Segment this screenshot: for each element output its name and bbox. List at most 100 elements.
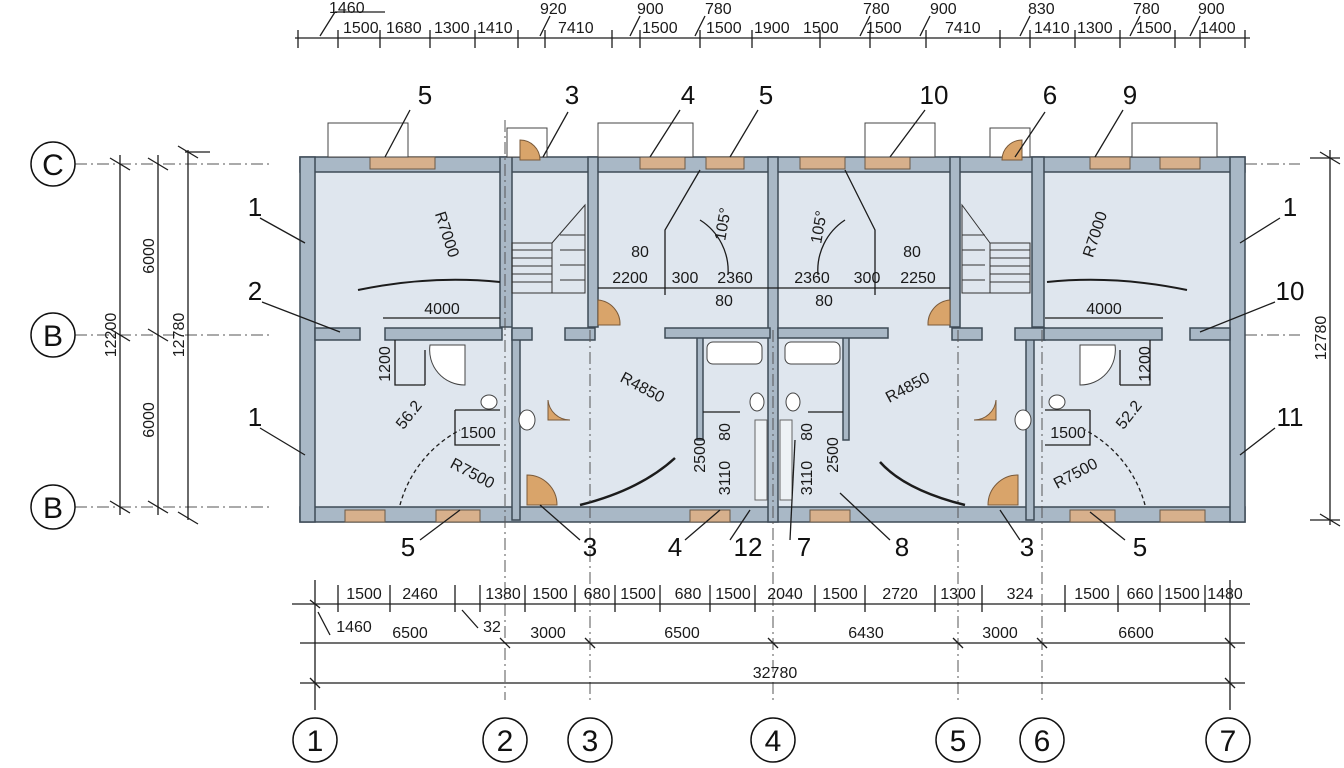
label-1500-left: 1500 <box>460 425 496 442</box>
bottom-dim-r2-32: 32 <box>483 619 501 636</box>
bottom-dim-r2-1460: 1460 <box>336 619 372 636</box>
label-2360-b: 2360 <box>794 270 830 287</box>
axis-1: 1 <box>307 725 324 758</box>
top-dim-830: 830 <box>1028 1 1055 18</box>
axis-C: C <box>42 149 64 182</box>
right-dim-12780: 12780 <box>1313 316 1330 361</box>
top-dim-780a: 780 <box>705 1 732 18</box>
top-dim-900b: 900 <box>930 1 957 18</box>
label-300-a: 300 <box>672 270 699 287</box>
bottom-dim-r1-2: 1380 <box>485 586 521 603</box>
axis-3: 3 <box>582 725 599 758</box>
top-dim-1460: 1460 <box>329 0 365 17</box>
label-80-b: 80 <box>903 244 921 261</box>
bottom-dim-r1-14: 660 <box>1127 586 1154 603</box>
label-300-b: 300 <box>854 270 881 287</box>
bottom-dim-r2-6600: 6600 <box>1118 625 1154 642</box>
axis-4: 4 <box>765 725 782 758</box>
top-dim-r2-4: 7410 <box>558 20 594 37</box>
axis-6: 6 <box>1034 725 1051 758</box>
top-dim-780b: 780 <box>863 1 890 18</box>
radius-arcs <box>357 219 1188 507</box>
top-dim-r2-10: 7410 <box>945 20 981 37</box>
bottom-dim-r1-11: 1300 <box>940 586 976 603</box>
bottom-dim-r1-12: 324 <box>1007 586 1034 603</box>
bottom-dim-r1-0: 1500 <box>346 586 382 603</box>
stairs-left <box>511 203 586 294</box>
callout-bottom-3a: 3 <box>583 532 597 562</box>
label-80-c: 80 <box>715 293 733 310</box>
top-dim-r2-9: 1500 <box>866 20 902 37</box>
label-v80-b: 80 <box>799 423 816 441</box>
top-dim-r2-1: 1680 <box>386 20 422 37</box>
axis-7: 7 <box>1220 725 1237 758</box>
bottom-dim-r1-15: 1500 <box>1164 586 1200 603</box>
bottom-dim-r2-3000b: 3000 <box>982 625 1018 642</box>
bottom-dim-r1-1: 2460 <box>402 586 438 603</box>
label-1500-right: 1500 <box>1050 425 1086 442</box>
callout-bottom-12: 12 <box>734 532 763 562</box>
axis-2: 2 <box>497 725 514 758</box>
top-dim-r2-5: 1500 <box>642 20 678 37</box>
top-dim-r2-11: 1410 <box>1034 20 1070 37</box>
label-1200-left: 1200 <box>377 346 394 382</box>
callout-bottom-4: 4 <box>668 532 682 562</box>
callout-right-10: 10 <box>1276 276 1305 306</box>
top-dim-r2-14: 1400 <box>1200 20 1236 37</box>
top-dim-900a: 900 <box>637 1 664 18</box>
bottom-dim-r1-9: 1500 <box>822 586 858 603</box>
callouts: 5 3 4 5 10 6 9 1 2 1 1 10 11 5 3 4 12 7 … <box>248 80 1305 562</box>
bottom-dim-r1-8: 2040 <box>767 586 803 603</box>
top-dim-r2-13: 1500 <box>1136 20 1172 37</box>
bottom-dim-total: 32780 <box>753 665 798 682</box>
callout-top-5a: 5 <box>418 80 432 110</box>
label-angle-right: 105° <box>808 209 830 245</box>
callout-bottom-5b: 5 <box>1133 532 1147 562</box>
stairs-right <box>961 203 1031 294</box>
label-4000-right: 4000 <box>1086 301 1122 318</box>
bottom-dimension-chains: 1500 2460 1380 1500 680 1500 680 1500 20… <box>292 580 1250 710</box>
left-dim-12200: 12200 <box>103 313 120 358</box>
callout-left-2: 2 <box>248 276 262 306</box>
top-dim-900c: 900 <box>1198 1 1225 18</box>
axis-B-top: B <box>43 320 63 353</box>
label-v2500-a: 2500 <box>692 437 709 473</box>
left-dim-12780: 12780 <box>171 313 188 358</box>
label-angle-left: 105° <box>712 206 734 242</box>
bottom-dim-r1-3: 1500 <box>532 586 568 603</box>
left-dim-6000-bottom: 6000 <box>141 402 158 438</box>
callout-top-5b: 5 <box>759 80 773 110</box>
callout-top-3: 3 <box>565 80 579 110</box>
label-1200-right: 1200 <box>1137 346 1154 382</box>
callout-top-10: 10 <box>920 80 949 110</box>
axis-B-bottom: B <box>43 492 63 525</box>
bottom-dim-r1-13: 1500 <box>1074 586 1110 603</box>
top-dim-r2-7: 1900 <box>754 20 790 37</box>
label-2360-a: 2360 <box>717 270 753 287</box>
bottom-dim-r2-6500a: 6500 <box>392 625 428 642</box>
label-80-a: 80 <box>631 244 649 261</box>
label-v3110-b: 3110 <box>799 461 816 496</box>
vertical-axes: 1 2 3 4 5 6 7 <box>292 717 1251 763</box>
top-dimension-chain: 1460 920 900 780 780 900 830 780 900 150… <box>295 0 1250 48</box>
bottom-dim-r1-16: 1480 <box>1207 586 1243 603</box>
right-dimension: 12780 <box>1245 150 1341 527</box>
bottom-dim-r2-3000a: 3000 <box>530 625 566 642</box>
bottom-dim-r1-4: 680 <box>584 586 611 603</box>
left-axes: C B B 6000 6000 12200 12780 <box>30 141 270 530</box>
top-dim-920: 920 <box>540 1 567 18</box>
bottom-dim-r1-7: 1500 <box>715 586 751 603</box>
callout-bottom-7: 7 <box>797 532 811 562</box>
callout-bottom-3b: 3 <box>1020 532 1034 562</box>
callout-top-9: 9 <box>1123 80 1137 110</box>
callout-top-4: 4 <box>681 80 695 110</box>
top-dim-r2-6: 1500 <box>706 20 742 37</box>
partitions <box>394 169 1151 446</box>
label-v3110-a: 3110 <box>717 461 734 496</box>
callout-bottom-5a: 5 <box>401 532 415 562</box>
top-dim-r2-12: 1300 <box>1077 20 1113 37</box>
callout-left-1b: 1 <box>248 402 262 432</box>
bottom-dim-r1-10: 2720 <box>882 586 918 603</box>
top-dim-r2-8: 1500 <box>803 20 839 37</box>
